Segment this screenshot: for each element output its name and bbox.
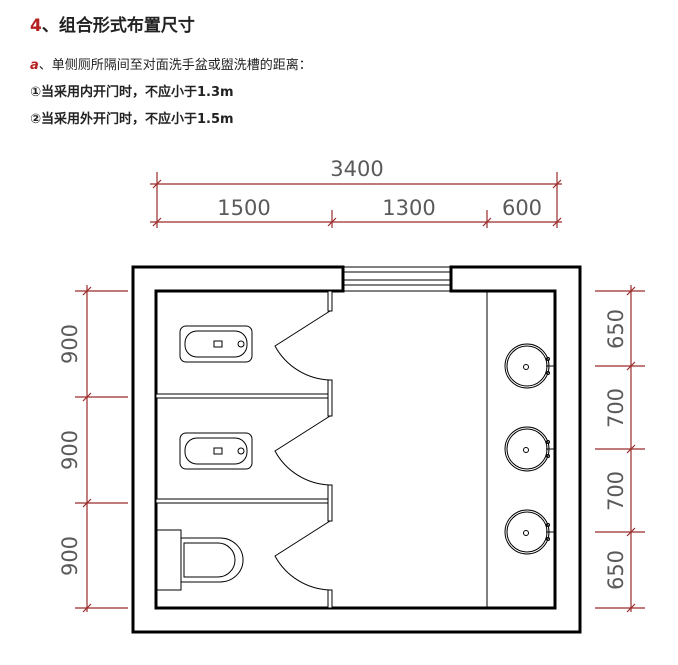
wash-basin [504, 343, 555, 389]
heading-text: 、组合形式布置尺寸 [41, 16, 195, 36]
item-a-text: 、单侧厕所隔间至对面洗手盆或盥洗槽的距离： [38, 58, 312, 73]
heading-number: 4 [30, 16, 42, 36]
stall-partitions [155, 290, 333, 609]
dim-left-height-1: 900 [58, 324, 82, 364]
dim-left-height-3: 900 [58, 536, 82, 576]
rule-outward-door: ②当采用外开门时，不应小于1.5m [30, 112, 234, 127]
dim-total-width: 3400 [330, 157, 383, 181]
dim-width-2: 1300 [382, 196, 435, 220]
dim-left-height-2: 900 [58, 430, 82, 470]
wash-basin [504, 426, 555, 472]
dim-right-height-4: 650 [604, 550, 628, 590]
wash-basin [504, 509, 555, 555]
dim-right-height-2: 700 [604, 388, 628, 428]
top-dimension-lines [150, 172, 562, 228]
dim-right-height-1: 650 [604, 309, 628, 349]
page-title: 4、组合形式布置尺寸 [30, 11, 195, 36]
stall-doors [274, 310, 331, 591]
left-dimension-lines [75, 285, 128, 613]
item-a-letter: a [30, 58, 39, 73]
walls [131, 265, 582, 634]
dim-width-1: 1500 [217, 196, 270, 220]
rule-inward-door: ①当采用内开门时，不应小于1.3m [30, 85, 234, 100]
western-toilet [156, 529, 244, 591]
dim-right-height-3: 700 [604, 471, 628, 511]
squat-toilet [179, 432, 253, 470]
squat-toilet [179, 325, 253, 363]
item-a-line: a、单侧厕所隔间至对面洗手盆或盥洗槽的距离： [30, 54, 312, 73]
right-dimension-lines [595, 285, 645, 613]
dim-width-3: 600 [502, 196, 542, 220]
